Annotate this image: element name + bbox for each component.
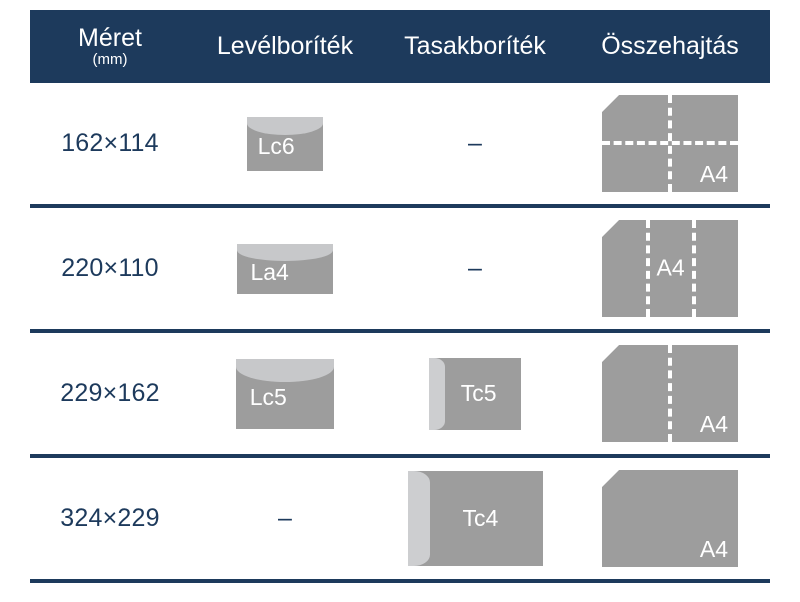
cell-folding: A4 [570, 333, 770, 454]
column-header-folding: Összehajtás [570, 10, 770, 83]
letter-envelope-icon: La4 [237, 243, 333, 294]
size-value: 220×110 [61, 254, 159, 282]
column-header-letter-envelope-label: Levélboríték [216, 32, 354, 61]
size-value: 229×162 [60, 379, 160, 407]
pocket-envelope-empty: – [468, 254, 482, 282]
table-body: 162×114 Lc6 – A4 [30, 83, 770, 583]
column-header-pocket-envelope-label: Tasakboríték [404, 32, 546, 61]
envelope-flap-icon [237, 243, 333, 261]
letter-envelope-label: La4 [250, 258, 289, 285]
fold-line-vertical [692, 220, 696, 317]
cell-pocket-envelope: – [380, 208, 570, 329]
fold-diagram-trifold: A4 [602, 220, 738, 317]
cell-pocket-envelope: Tc4 [380, 458, 570, 579]
table-header-row: Méret (mm) Levélboríték Tasakboríték Öss… [30, 10, 770, 83]
letter-envelope-icon: Lc6 [247, 116, 323, 171]
pocket-envelope-empty: – [468, 129, 482, 157]
letter-envelope-label: Lc5 [249, 383, 287, 410]
envelope-side-flap-icon [407, 471, 431, 566]
cell-folding: A4 [570, 458, 770, 579]
fold-diagram-half: A4 [602, 345, 738, 442]
corner-cut-icon [602, 345, 619, 362]
envelope-flap-icon [236, 358, 334, 383]
pocket-envelope-label: Tc4 [462, 505, 499, 531]
letter-envelope-icon: Lc5 [236, 358, 334, 429]
table-row: 162×114 Lc6 – A4 [30, 83, 770, 208]
letter-envelope-label: Lc6 [257, 133, 295, 160]
column-header-size: Méret (mm) [30, 10, 190, 83]
sheet-label: A4 [699, 411, 728, 437]
cell-letter-envelope: La4 [190, 208, 380, 329]
cell-size: 162×114 [30, 83, 190, 204]
corner-cut-icon [602, 470, 619, 487]
envelope-size-table: Méret (mm) Levélboríték Tasakboríték Öss… [30, 10, 770, 583]
sheet-label: A4 [699, 161, 728, 187]
sheet-label: A4 [699, 536, 728, 562]
cell-size: 324×229 [30, 458, 190, 579]
letter-envelope-empty: – [278, 504, 292, 532]
cell-letter-envelope: – [190, 458, 380, 579]
cell-pocket-envelope: Tc5 [380, 333, 570, 454]
cell-pocket-envelope: – [380, 83, 570, 204]
fold-diagram-flat: A4 [602, 470, 738, 567]
cell-folding: A4 [570, 208, 770, 329]
cell-letter-envelope: Lc6 [190, 83, 380, 204]
table-row: 229×162 Lc5 Tc5 A4 [30, 333, 770, 458]
table-row: 324×229 – Tc4 A4 [30, 458, 770, 583]
column-header-letter-envelope: Levélboríték [190, 10, 380, 83]
size-value: 324×229 [60, 504, 160, 532]
fold-line-vertical [668, 345, 672, 442]
envelope-side-flap-icon [429, 357, 445, 430]
cell-size: 220×110 [30, 208, 190, 329]
fold-line-vertical [646, 220, 650, 317]
pocket-envelope-icon: Tc5 [429, 357, 521, 430]
corner-cut-icon [602, 220, 619, 237]
sheet-label: A4 [656, 253, 685, 280]
column-header-size-label: Méret [78, 24, 142, 52]
fold-line-horizontal [602, 141, 738, 145]
column-header-size-unit: (mm) [92, 51, 128, 69]
cell-size: 229×162 [30, 333, 190, 454]
corner-cut-icon [602, 95, 619, 112]
envelope-flap-icon [247, 116, 323, 135]
cell-folding: A4 [570, 83, 770, 204]
column-header-pocket-envelope: Tasakboríték [380, 10, 570, 83]
fold-diagram-quarter: A4 [602, 95, 738, 192]
table-row: 220×110 La4 – A4 [30, 208, 770, 333]
pocket-envelope-label: Tc5 [460, 380, 497, 406]
column-header-folding-label: Összehajtás [601, 32, 739, 61]
size-value: 162×114 [61, 129, 159, 157]
cell-letter-envelope: Lc5 [190, 333, 380, 454]
pocket-envelope-icon: Tc4 [407, 471, 543, 566]
